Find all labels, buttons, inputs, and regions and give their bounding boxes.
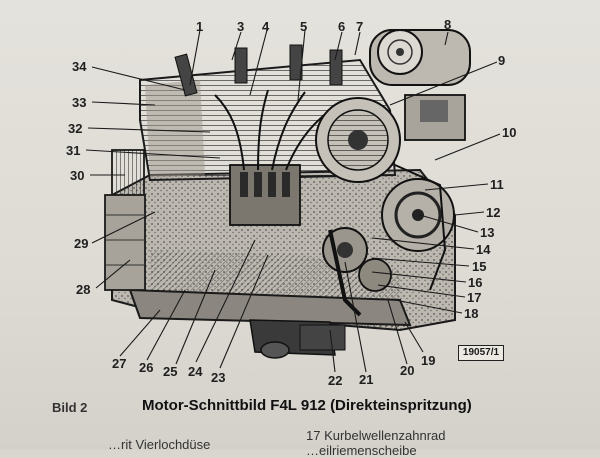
callout-6: 6: [338, 19, 346, 34]
engine-cutaway-drawing: [85, 29, 501, 373]
legend-item-17: 17 Kurbelwellenzahnrad: [306, 428, 446, 443]
figure-label: Bild 2: [52, 400, 88, 415]
callout-12: 12: [486, 205, 501, 220]
callout-21: 21: [359, 372, 374, 387]
callout-26: 26: [139, 360, 154, 375]
callout-17: 17: [467, 290, 482, 305]
callout-3: 3: [237, 19, 245, 34]
legend-item-partial-right: …eilriemenscheibe: [306, 443, 417, 458]
callout-4: 4: [262, 19, 270, 34]
callout-9: 9: [498, 53, 506, 68]
callout-31: 31: [66, 143, 81, 158]
callout-29: 29: [74, 236, 89, 251]
callout-27: 27: [112, 356, 127, 371]
callout-18: 18: [464, 306, 479, 321]
callout-23: 23: [211, 370, 226, 385]
callout-33: 33: [72, 95, 87, 110]
callout-22: 22: [328, 373, 343, 388]
callout-14: 14: [476, 242, 491, 257]
figure-title: Motor-Schnittbild F4L 912 (Direkteinspri…: [142, 397, 472, 414]
legend-item-partial-left: …rit Vierlochdüse: [108, 437, 211, 452]
callout-34: 34: [72, 59, 87, 74]
callout-13: 13: [480, 225, 495, 240]
callout-28: 28: [76, 282, 91, 297]
engine-cutaway-figure: 1 2 3 4 5 6 7 8 9 10 11 12 13 14 15 16 1…: [66, 17, 517, 388]
callout-10: 10: [502, 125, 517, 140]
callout-7: 7: [356, 19, 364, 34]
callout-24: 24: [188, 364, 203, 379]
callout-30: 30: [70, 168, 85, 183]
figure-reference-code: 19057/1: [458, 345, 504, 361]
callout-11: 11: [490, 177, 504, 192]
callout-5: 5: [300, 19, 308, 34]
callout-1: 1: [196, 19, 204, 34]
callout-8: 8: [444, 17, 452, 32]
callout-16: 16: [468, 275, 483, 290]
callout-15: 15: [472, 259, 487, 274]
callout-32: 32: [68, 121, 83, 136]
callout-19: 19: [421, 353, 436, 368]
callout-25: 25: [163, 364, 178, 379]
callout-20: 20: [400, 363, 415, 378]
